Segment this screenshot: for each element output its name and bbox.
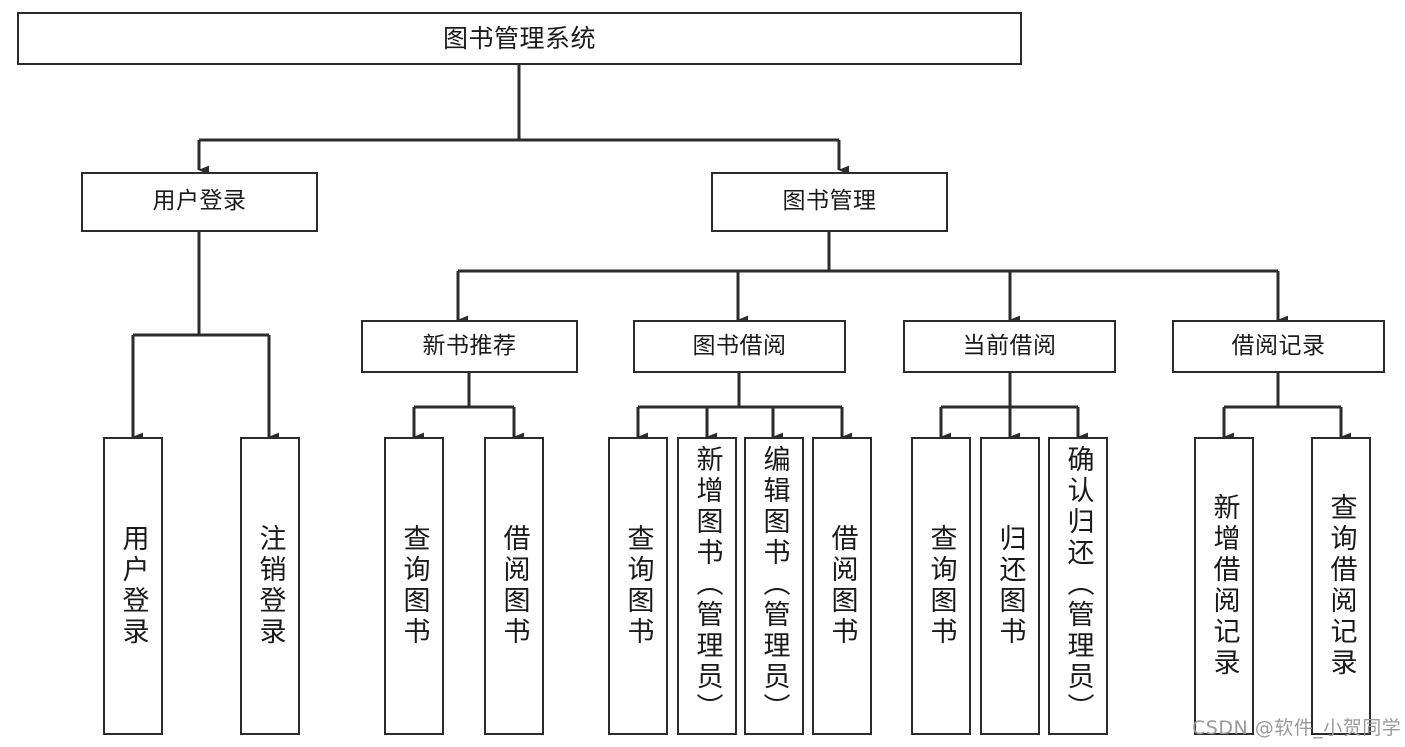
leaf-borrow-book-1-label: 借阅图书 — [498, 524, 530, 648]
leaf-return-book-label: 归还图书 — [994, 524, 1026, 648]
node-current-borrow[interactable]: 当前借阅 — [903, 320, 1116, 373]
node-current-borrow-label: 当前借阅 — [962, 332, 1057, 359]
leaf-add-record[interactable]: 新增借阅记录 — [1194, 437, 1254, 735]
node-root-label: 图书管理系统 — [442, 23, 596, 53]
node-borrow-record-label: 借阅记录 — [1231, 332, 1326, 359]
leaf-add-record-label: 新增借阅记录 — [1208, 493, 1240, 679]
node-root[interactable]: 图书管理系统 — [17, 12, 1022, 65]
leaf-borrow-book-2[interactable]: 借阅图书 — [812, 437, 872, 735]
leaf-query-book-2-label: 查询图书 — [622, 524, 654, 648]
leaf-query-record[interactable]: 查询借阅记录 — [1311, 437, 1371, 735]
watermark-text: CSDN @软件_小贺同学 — [1192, 717, 1402, 739]
leaf-logout-label: 注销登录 — [254, 524, 286, 648]
leaf-query-record-label: 查询借阅记录 — [1325, 493, 1357, 679]
node-book-borrow[interactable]: 图书借阅 — [633, 320, 846, 373]
leaf-query-book-3-label: 查询图书 — [925, 524, 957, 648]
leaf-borrow-book-1[interactable]: 借阅图书 — [484, 437, 544, 735]
node-new-book-recommend-label: 新书推荐 — [422, 332, 517, 359]
leaf-query-book-3[interactable]: 查询图书 — [911, 437, 971, 735]
node-new-book-recommend[interactable]: 新书推荐 — [361, 320, 578, 373]
leaf-confirm-return[interactable]: 确认归还（管理员） — [1048, 437, 1108, 735]
leaf-borrow-book-2-label: 借阅图书 — [826, 524, 858, 648]
leaf-query-book-2[interactable]: 查询图书 — [608, 437, 668, 735]
leaf-user-login-label: 用户登录 — [117, 524, 149, 648]
leaf-add-book-label: 新增图书（管理员） — [691, 445, 723, 724]
leaf-query-book-1[interactable]: 查询图书 — [384, 437, 444, 735]
leaf-return-book[interactable]: 归还图书 — [980, 437, 1040, 735]
node-borrow-record[interactable]: 借阅记录 — [1172, 320, 1385, 373]
leaf-confirm-return-label: 确认归还（管理员） — [1062, 445, 1094, 724]
leaf-add-book[interactable]: 新增图书（管理员） — [677, 437, 737, 735]
leaf-edit-book-label: 编辑图书（管理员） — [758, 445, 790, 724]
node-user-login-label: 用户登录 — [152, 188, 247, 215]
node-book-manage[interactable]: 图书管理 — [711, 172, 948, 232]
node-book-borrow-label: 图书借阅 — [692, 332, 787, 359]
leaf-user-login[interactable]: 用户登录 — [103, 437, 163, 735]
leaf-edit-book[interactable]: 编辑图书（管理员） — [744, 437, 804, 735]
leaf-query-book-1-label: 查询图书 — [398, 524, 430, 648]
node-book-manage-label: 图书管理 — [782, 188, 877, 215]
leaf-logout[interactable]: 注销登录 — [240, 437, 300, 735]
node-user-login[interactable]: 用户登录 — [81, 172, 318, 232]
